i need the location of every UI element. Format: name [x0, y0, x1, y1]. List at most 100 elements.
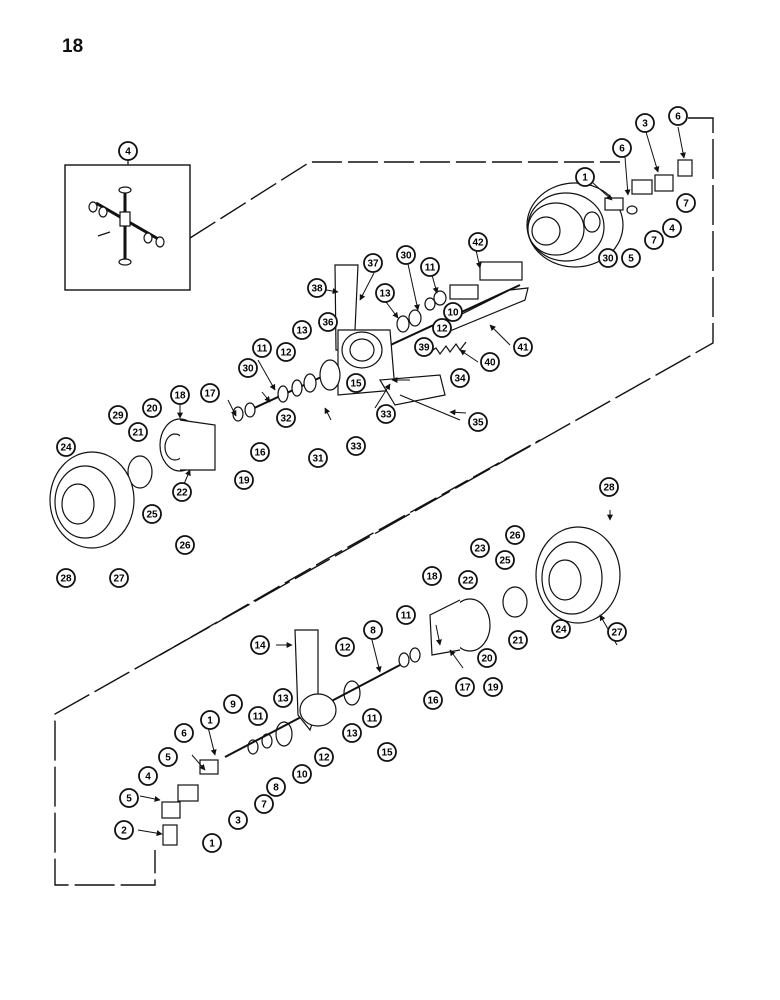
hub-shaft-part [424, 261, 523, 311]
callout-circle [458, 570, 478, 590]
callout-circle [254, 794, 274, 814]
callout-circle [423, 690, 443, 710]
callout-number: 25 [146, 510, 158, 521]
callout-c-top-6a: 6 [612, 138, 632, 158]
callout-c-top-4: 4 [662, 218, 682, 238]
callout-c-top-5: 5 [621, 248, 641, 268]
callout-c-bot-10: 10 [292, 764, 312, 784]
callout-c-bot-18: 18 [422, 566, 442, 586]
bearing-rings-part [232, 309, 422, 422]
callout-number: 4 [669, 224, 675, 235]
callout-c-bot-11b: 11 [362, 708, 382, 728]
callout-number: 31 [312, 454, 324, 465]
callout-circle [420, 257, 440, 277]
callout-number: 27 [113, 574, 125, 585]
callout-circle [480, 352, 500, 372]
callout-number: 11 [253, 712, 264, 723]
callout-number: 37 [367, 259, 379, 270]
callout-circle [414, 337, 434, 357]
callout-number: 38 [311, 284, 323, 295]
callout-circle [468, 232, 488, 252]
callout-c-bot-4: 4 [138, 766, 158, 786]
callout-circle [599, 477, 619, 497]
callout-number: 11 [257, 344, 268, 355]
callout-number: 28 [603, 483, 615, 494]
callout-c-top-21: 21 [128, 422, 148, 442]
callout-number: 29 [112, 411, 124, 422]
callout-c-bot-17: 17 [455, 677, 475, 697]
callout-c-bot-6: 6 [174, 723, 194, 743]
callout-number: 4 [125, 147, 131, 158]
callout-circle [346, 436, 366, 456]
callout-circle [505, 525, 525, 545]
callout-circle [234, 470, 254, 490]
callout-number: 1 [582, 173, 588, 184]
callout-number: 20 [481, 654, 493, 665]
callout-circle [56, 568, 76, 588]
callout-c-top-19: 19 [234, 470, 254, 490]
callout-c-bot-7: 7 [254, 794, 274, 814]
callout-number: 21 [512, 636, 524, 647]
callout-circle [170, 385, 190, 405]
callout-number: 40 [484, 358, 496, 369]
callout-c-bot-26: 26 [505, 525, 525, 545]
top-assembly [49, 159, 693, 549]
callout-c-bot-22: 22 [458, 570, 478, 590]
callout-circle [314, 747, 334, 767]
callout-number: 9 [230, 700, 236, 711]
callout-circle [335, 637, 355, 657]
callout-c-bot-1a: 1 [200, 710, 220, 730]
callout-circle [495, 550, 515, 570]
callout-circle [676, 193, 696, 213]
callout-number: 12 [339, 643, 351, 654]
callout-circle [200, 710, 220, 730]
callout-number: 41 [517, 343, 529, 354]
callout-c-top-3: 3 [635, 113, 655, 133]
callout-circle [621, 248, 641, 268]
universal-joint-bottom-part [161, 759, 219, 846]
callout-number: 11 [367, 714, 378, 725]
callout-c-top-13b: 13 [292, 320, 312, 340]
hub-plate-bottom-part [502, 586, 528, 618]
bottom-assembly [161, 526, 621, 846]
callout-number: 20 [146, 404, 158, 415]
callout-c-top-7a: 7 [676, 193, 696, 213]
callout-c-top-11a: 11 [420, 257, 440, 277]
callout-circle [276, 342, 296, 362]
callout-number: 11 [401, 611, 412, 622]
callout-circle [508, 630, 528, 650]
callout-circle [109, 568, 129, 588]
callout-number: 7 [651, 236, 657, 247]
callout-circle [644, 230, 664, 250]
callout-number: 30 [242, 364, 254, 375]
spider-cross-part [88, 186, 165, 266]
callout-c-top-28: 28 [56, 568, 76, 588]
callout-c-top-32: 32 [276, 408, 296, 428]
callout-circle [470, 538, 490, 558]
callout-circle [238, 358, 258, 378]
callout-circle [228, 810, 248, 830]
lower-diagonal-line [159, 439, 541, 656]
callout-circle [292, 764, 312, 784]
callout-c-top-15: 15 [346, 373, 366, 393]
pin-part [399, 394, 461, 421]
callout-c-top-36: 36 [318, 312, 338, 332]
callout-c-bot-12a: 12 [335, 637, 355, 657]
callout-c-bot-13a: 13 [273, 688, 293, 708]
callout-c-top-13a: 13 [375, 283, 395, 303]
callout-c-top-11b: 11 [252, 338, 272, 358]
callout-circle [276, 408, 296, 428]
callout-circle [174, 723, 194, 743]
callout-circle [248, 706, 268, 726]
callout-circle [363, 620, 383, 640]
callout-circle [513, 337, 533, 357]
callout-number: 25 [499, 556, 511, 567]
upper-diagonal-line [189, 161, 620, 239]
support-arm-bottom-part [294, 629, 337, 732]
callout-c-bot-5b: 5 [119, 788, 139, 808]
callout-circle [266, 777, 286, 797]
callout-number: 10 [296, 770, 308, 781]
callout-c-top-24: 24 [56, 437, 76, 457]
callout-c-bot-19: 19 [483, 677, 503, 697]
